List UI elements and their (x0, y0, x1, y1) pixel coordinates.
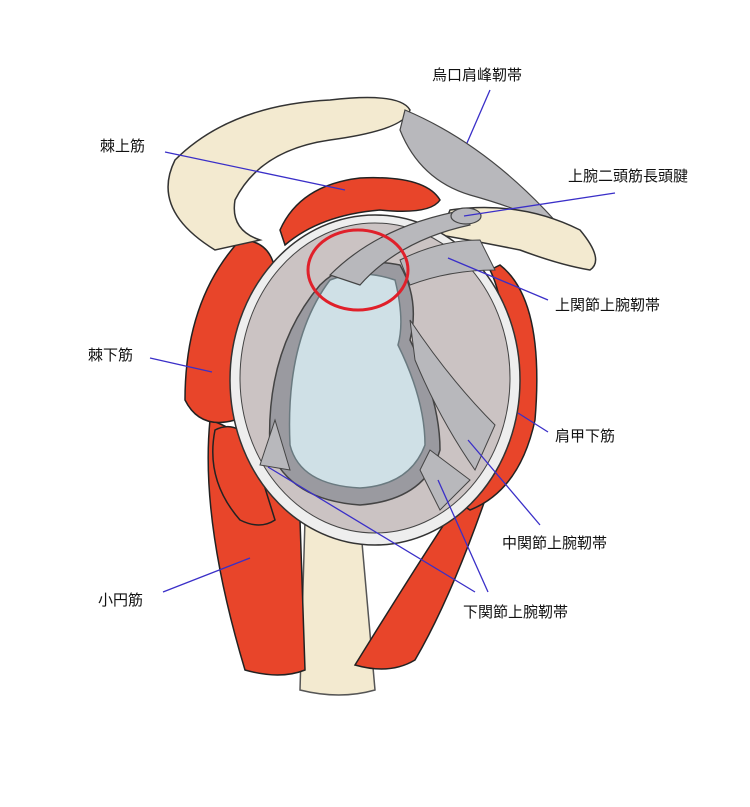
label-teres-minor: 小円筋 (98, 591, 144, 609)
highlight-circle (306, 228, 410, 312)
label-infraspinatus: 棘下筋 (88, 346, 134, 364)
middle-glenohumeral-ligament (409, 319, 496, 472)
leader-subscapularis (517, 412, 549, 433)
label-subscapularis: 肩甲下筋 (555, 427, 616, 445)
label-inferior-glenohumeral-ligament: 下関節上腕靭帯 (463, 603, 569, 621)
leader-ighl-2 (267, 466, 476, 593)
label-coracoacromial-ligament: 烏口肩峰靭帯 (432, 66, 523, 84)
acromion (167, 96, 411, 251)
leader-sghl (447, 257, 549, 301)
label-biceps-long-head-tendon: 上腕二頭筋長頭腱 (568, 167, 689, 185)
leader-supraspinatus (164, 151, 346, 191)
leader-infraspinatus (149, 357, 213, 373)
glenoid-cartilage (288, 273, 426, 489)
leader-biceps (463, 192, 616, 217)
humerus-shaft (299, 519, 376, 696)
coracoid-process (438, 206, 597, 271)
label-superior-glenohumeral-ligament: 上関節上腕靭帯 (555, 296, 661, 314)
leader-coracoacromial (466, 89, 491, 144)
leader-mghl (467, 439, 541, 526)
supraspinatus-muscle (279, 176, 441, 247)
leader-ighl-1 (437, 479, 489, 593)
inferior-glenohumeral-ligament-posterior (259, 418, 291, 471)
label-supraspinatus: 棘上筋 (100, 137, 146, 155)
leader-teres-minor (162, 557, 251, 593)
inferior-glenohumeral-ligament-anterior (419, 449, 471, 511)
lower-subscapularis-muscle (353, 499, 487, 670)
label-middle-glenohumeral-ligament: 中関節上腕靭帯 (502, 534, 608, 552)
superior-glenohumeral-ligament (399, 239, 496, 286)
